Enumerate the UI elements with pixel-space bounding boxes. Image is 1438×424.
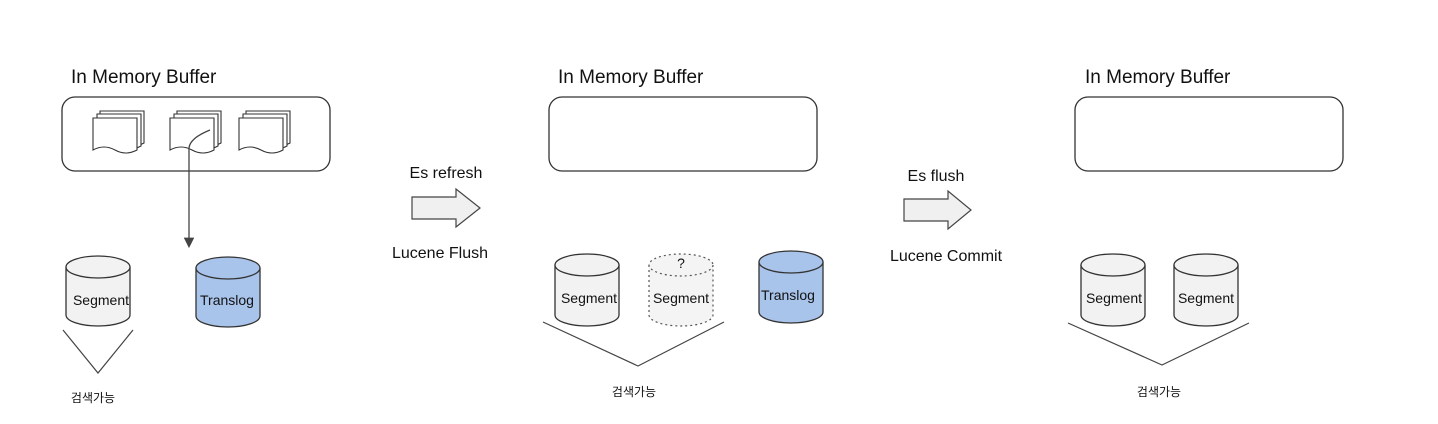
- translog-label: Translog: [200, 292, 254, 308]
- memory-buffer-box: [1074, 96, 1344, 172]
- stage-3-title: In Memory Buffer: [1085, 67, 1231, 88]
- transition-flush: Es flush Lucene Commit: [890, 168, 1003, 265]
- segment-label: Segment: [73, 292, 129, 308]
- segment-label: Segment: [561, 290, 617, 306]
- pending-mark: ?: [677, 255, 685, 271]
- pending-segment-cylinder: ? Segment: [648, 253, 714, 327]
- translog-label: Translog: [761, 287, 815, 303]
- segment-label: Segment: [1086, 290, 1142, 306]
- searchable-bracket: [62, 329, 134, 374]
- es-flush-label: Es flush: [908, 168, 965, 185]
- segment-cylinder: Segment: [554, 253, 620, 327]
- searchable-label: 검색가능: [71, 391, 115, 405]
- document-stack-icon: [238, 110, 291, 154]
- right-arrow-icon: [903, 189, 972, 231]
- document-stack-icon: [169, 110, 222, 154]
- segment-cylinder: Segment: [65, 255, 131, 327]
- right-arrow-icon: [411, 187, 481, 229]
- lucene-commit-label: Lucene Commit: [890, 248, 1003, 265]
- lucene-flush-label: Lucene Flush: [392, 245, 488, 262]
- pending-segment-label: Segment: [653, 290, 709, 306]
- searchable-bracket: [1067, 322, 1250, 366]
- memory-buffer-box: [548, 96, 818, 172]
- translog-cylinder: Translog: [195, 256, 261, 328]
- translog-cylinder: Translog: [758, 250, 824, 324]
- searchable-label: 검색가능: [1137, 385, 1181, 399]
- write-arrow: [183, 129, 211, 249]
- stage-3: In Memory Buffer Segment Segment 검색가능: [1067, 67, 1344, 399]
- searchable-label: 검색가능: [612, 385, 656, 399]
- segment-cylinder: Segment: [1173, 253, 1239, 327]
- stage-1-title: In Memory Buffer: [71, 67, 217, 88]
- stage-1: In Memory Buffer Segment: [61, 67, 331, 405]
- document-stack-icon: [92, 110, 145, 154]
- stage-2: In Memory Buffer Segment ? Segment Trans…: [542, 67, 824, 399]
- transition-refresh: Es refresh Lucene Flush: [392, 165, 488, 262]
- stage-2-title: In Memory Buffer: [558, 67, 704, 88]
- segment-cylinder: Segment: [1080, 253, 1146, 327]
- segment-label: Segment: [1178, 290, 1234, 306]
- searchable-bracket: [542, 321, 725, 367]
- es-refresh-label: Es refresh: [410, 165, 483, 182]
